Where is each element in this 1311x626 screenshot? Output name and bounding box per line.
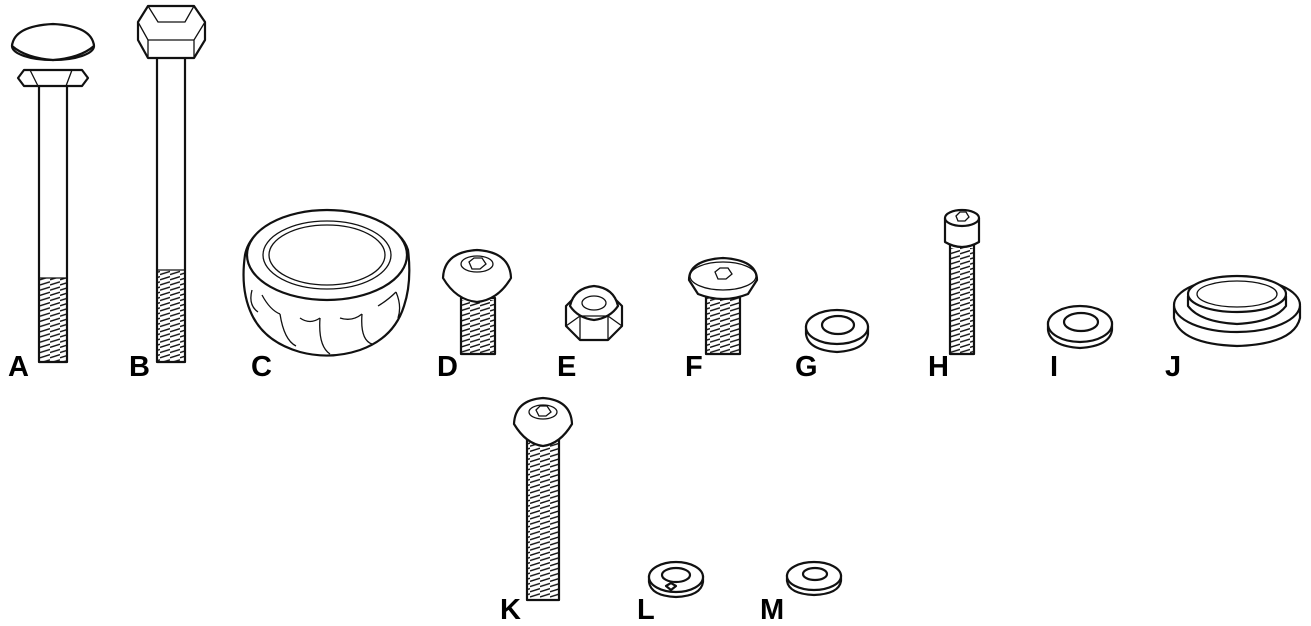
part-label-l: L (637, 594, 655, 626)
part-label-b: B (129, 351, 150, 383)
part-label-c: C (251, 351, 272, 383)
flat-washer-medium-icon (1046, 304, 1114, 350)
button-head-screw-long-icon (512, 396, 574, 602)
flat-washer-small-icon (785, 560, 843, 597)
part-label-e: E (557, 351, 577, 383)
part-label-d: D (437, 351, 458, 383)
part-label-f: F (685, 351, 703, 383)
socket-cap-screw-icon (943, 208, 981, 356)
part-label-k: K (500, 594, 521, 626)
part-label-i: I (1050, 351, 1059, 383)
split-lock-washer-icon (647, 560, 705, 599)
button-head-screw-short-icon (441, 248, 513, 356)
carriage-bolt-icon (10, 22, 96, 364)
part-label-a: A (8, 351, 29, 383)
flat-washer-large-icon (804, 308, 870, 354)
part-label-h: H (928, 351, 949, 383)
hex-bolt-icon (136, 4, 207, 364)
flat-head-screw-icon (687, 256, 759, 356)
part-label-j: J (1165, 351, 1182, 383)
part-label-m: M (760, 594, 785, 626)
flanged-bushing-icon (1172, 274, 1302, 348)
nylon-lock-nut-icon (564, 284, 624, 342)
star-knob-icon (242, 208, 411, 357)
part-label-g: G (795, 351, 818, 383)
